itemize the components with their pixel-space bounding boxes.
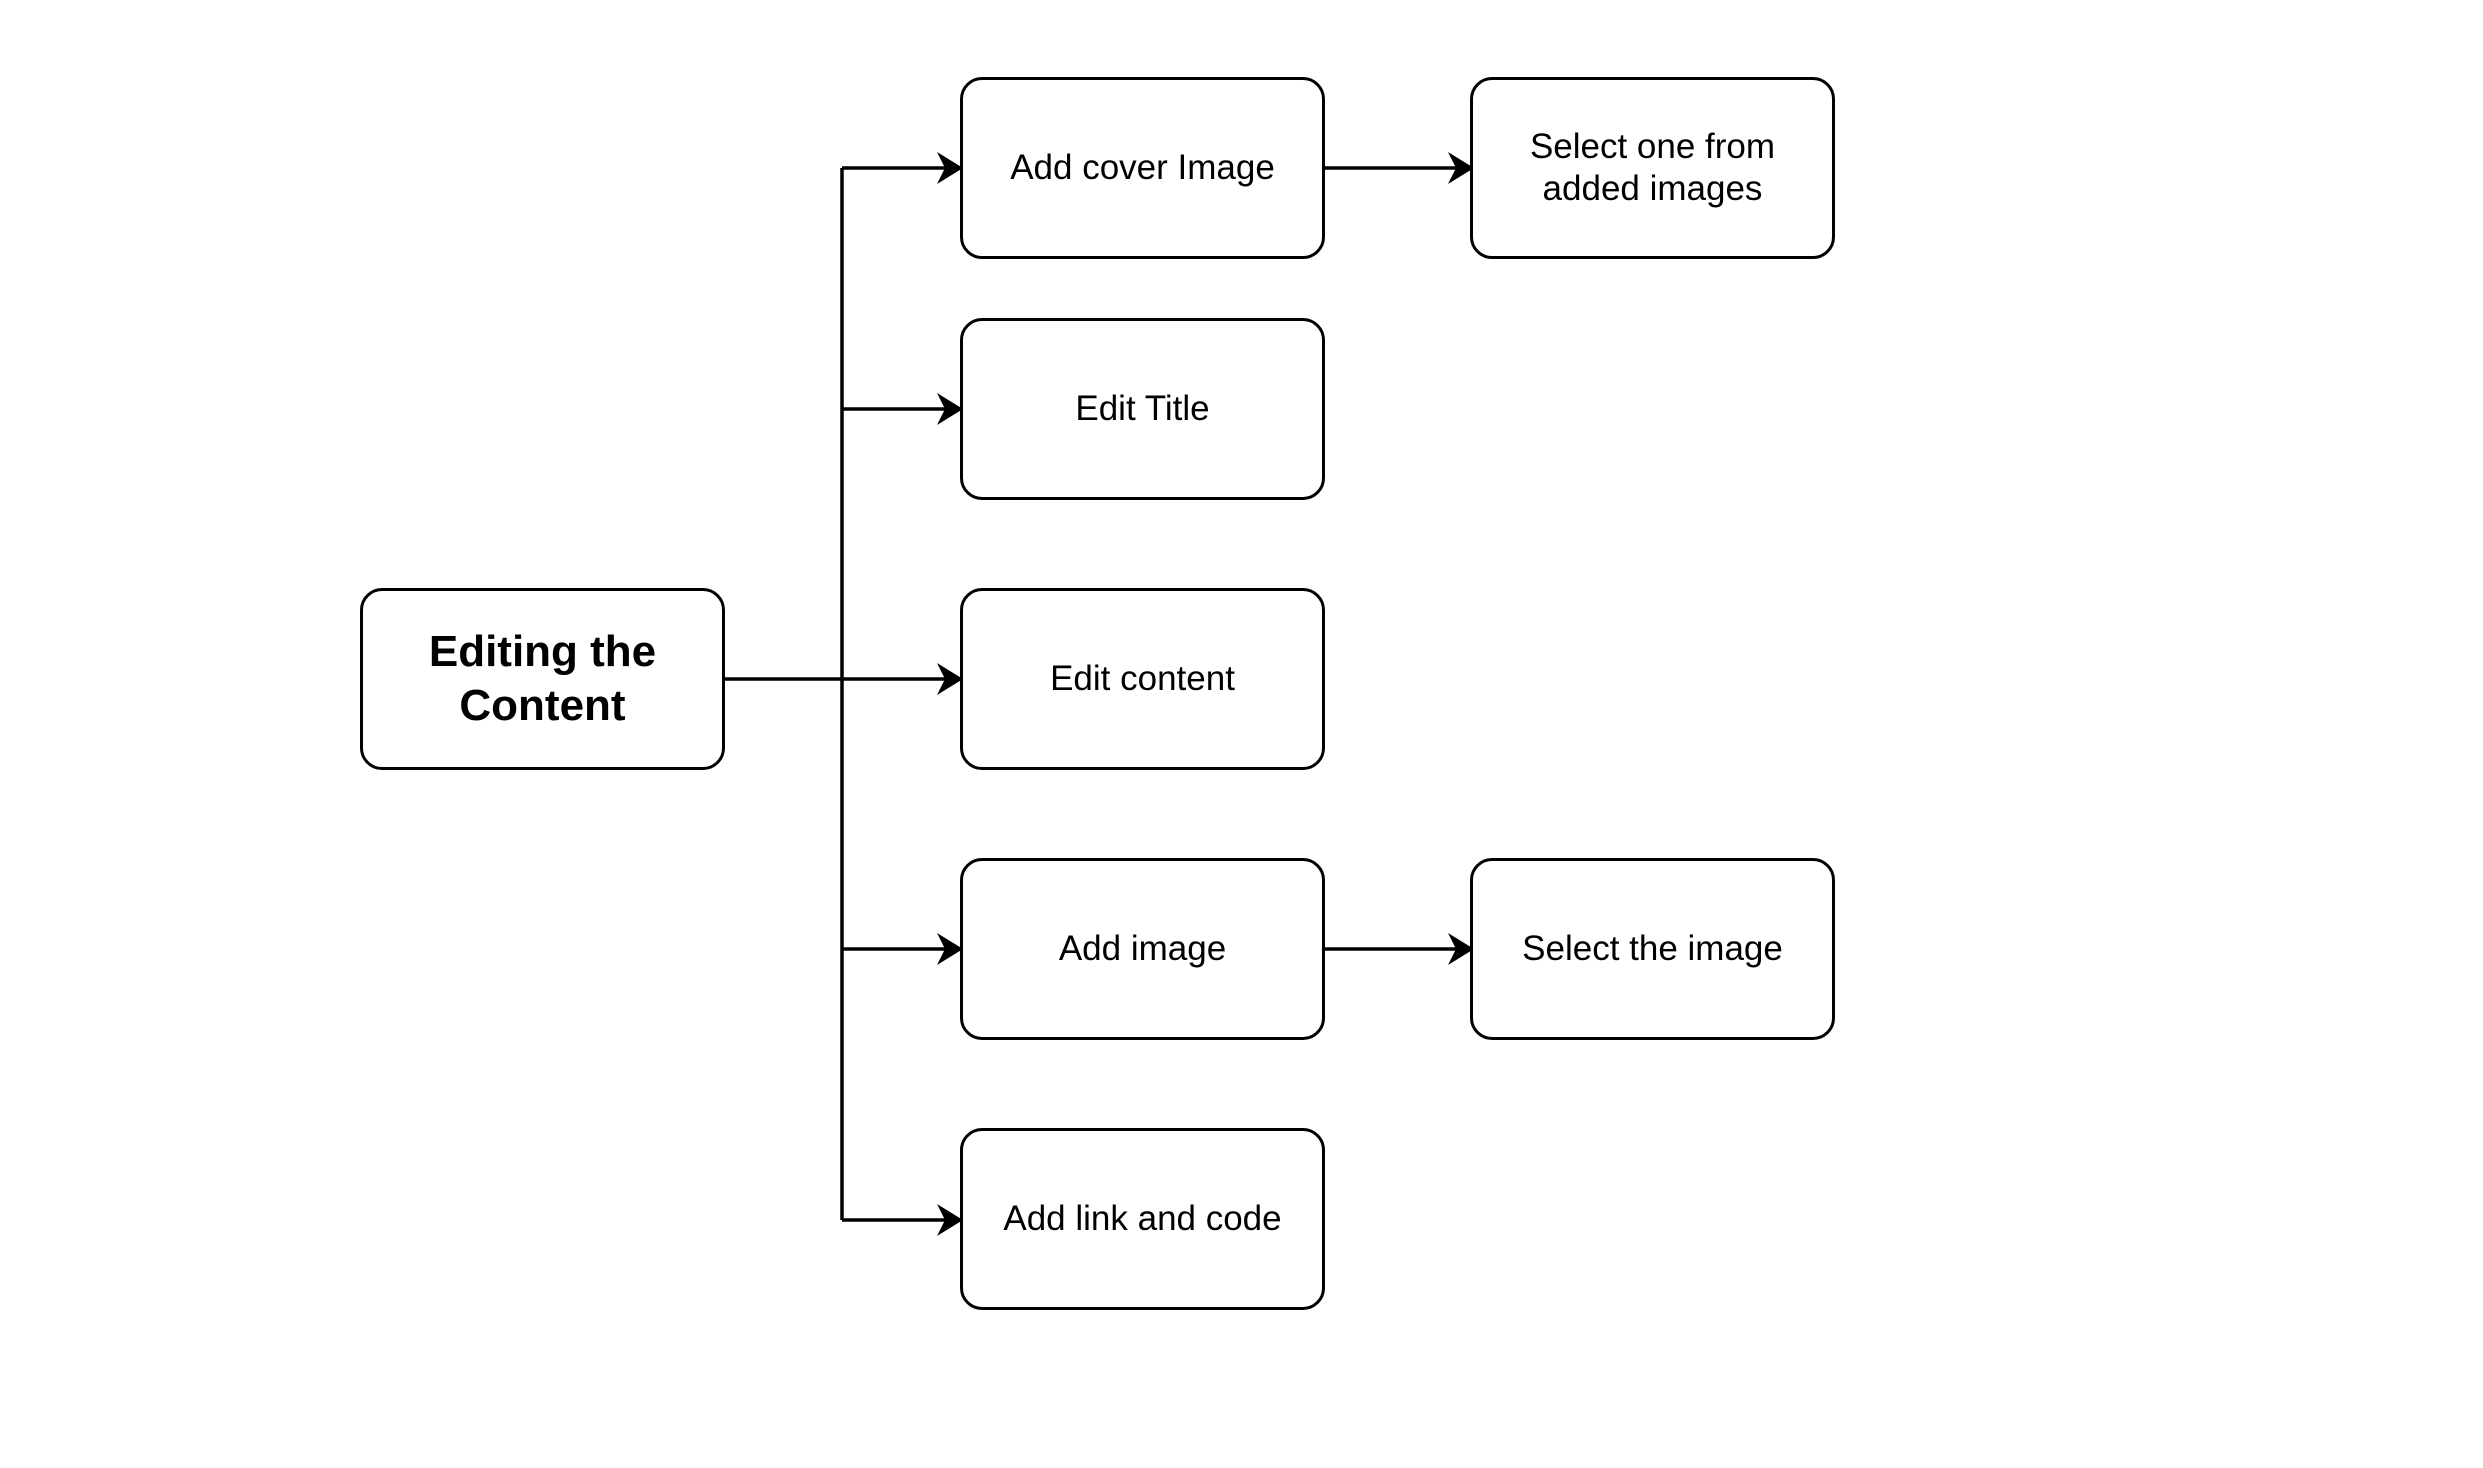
root-node-editing-the-content: Editing the Content: [360, 588, 725, 770]
arrowhead-icon: [1448, 152, 1474, 184]
arrowhead-icon: [937, 393, 963, 425]
step-node-add-cover-image: Add cover Image: [960, 77, 1325, 259]
sub-step-node-label: Select one from added images: [1529, 127, 1776, 208]
step-node-add-link-and-code: Add link and code: [960, 1128, 1325, 1310]
arrowhead-icon: [937, 933, 963, 965]
sub-step-node-select-one-from-added-images: Select one from added images: [1470, 77, 1835, 259]
step-node-add-image: Add image: [960, 858, 1325, 1040]
arrowhead-icon: [937, 663, 963, 695]
arrowhead-icon: [1448, 933, 1474, 965]
sub-step-node-select-the-image: Select the image: [1470, 858, 1835, 1040]
arrowhead-icon: [937, 152, 963, 184]
step-node-label: Edit content: [1050, 659, 1235, 698]
sub-step-node-label: Select the image: [1522, 929, 1783, 968]
step-node-edit-title: Edit Title: [960, 318, 1325, 500]
step-node-edit-content: Edit content: [960, 588, 1325, 770]
arrowhead-icon: [937, 1204, 963, 1236]
step-node-label: Add link and code: [1003, 1199, 1282, 1238]
step-node-label: Add image: [1058, 929, 1227, 968]
step-node-label: Add cover Image: [1010, 148, 1275, 187]
step-node-label: Edit Title: [1075, 389, 1210, 428]
root-node-label: Editing the Content: [428, 627, 657, 730]
